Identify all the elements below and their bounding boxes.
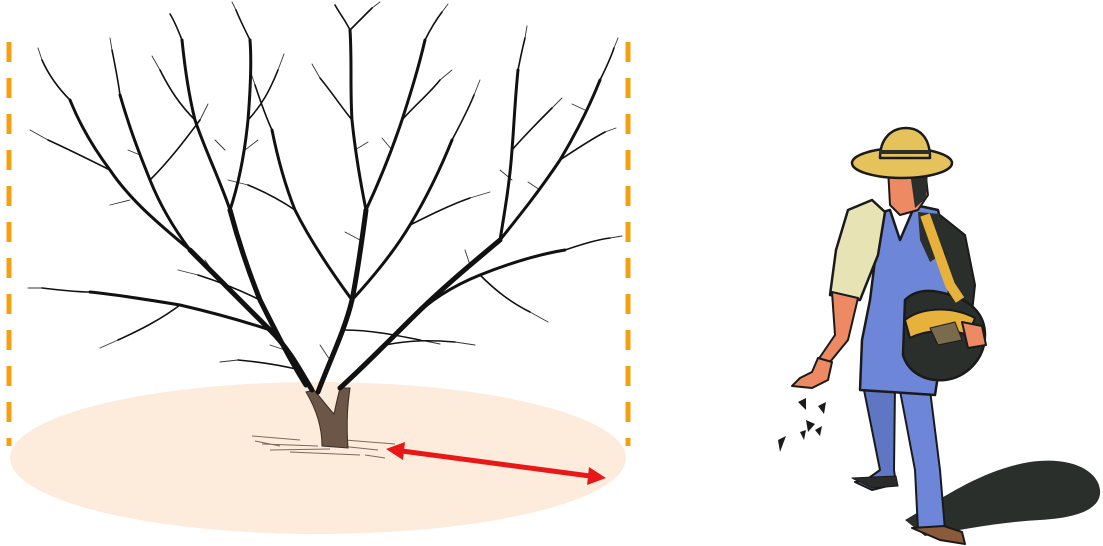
farmer-hand xyxy=(792,358,832,388)
seed xyxy=(818,402,826,414)
falling-seeds xyxy=(778,398,826,452)
seed xyxy=(798,398,806,410)
tree-branches xyxy=(28,2,622,392)
farmer-front-leg xyxy=(898,380,945,530)
seed xyxy=(800,430,806,440)
farmer-back-shoe xyxy=(852,476,898,488)
seed xyxy=(806,420,815,432)
seed xyxy=(778,436,786,452)
farmer-sowing-seeds-icon xyxy=(778,128,1100,544)
farmer-back-leg xyxy=(855,380,896,490)
farmer-front-arm xyxy=(818,292,858,362)
seed xyxy=(815,426,822,436)
